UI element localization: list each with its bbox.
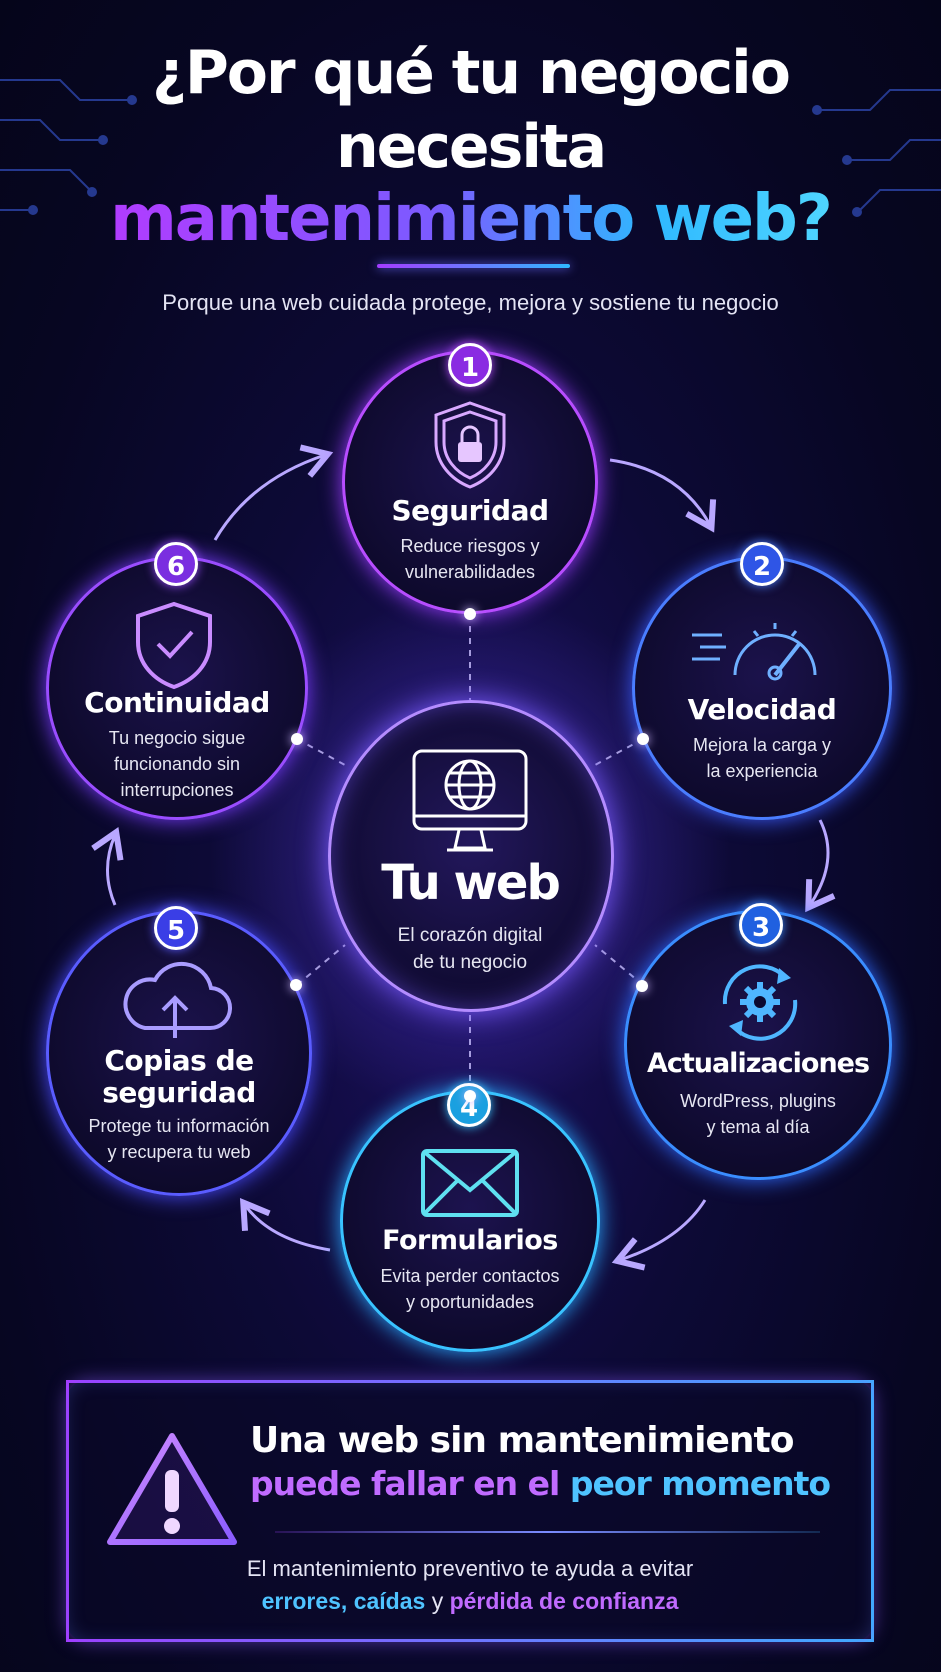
node-copias-desc-line-2: y recupera tu web (107, 1142, 251, 1162)
circuit-decoration-right (812, 89, 941, 217)
node-copias-desc: Protege tu información y recupera tu web (46, 1113, 312, 1165)
connector-dot-4 (464, 1090, 476, 1102)
warning-text-highlight: errores, caídas y pérdida de confianza (100, 1588, 840, 1615)
envelope-icon (421, 1149, 519, 1217)
node-formularios (340, 1090, 600, 1352)
node-seguridad-desc-line-2: vulnerabilidades (404, 562, 536, 582)
page-title-line-1: ¿Por qué tu negocio (152, 38, 791, 108)
circuit-decoration-left (0, 79, 137, 215)
node-velocidad (632, 556, 892, 820)
node-actualizaciones (624, 910, 892, 1180)
node-actualizaciones-desc: WordPress, plugins y tema al día (624, 1088, 892, 1140)
warning-title: Una web sin mantenimiento (250, 1420, 794, 1461)
connector-dot-2 (637, 733, 649, 745)
node-actualizaciones-title: Actualizaciones (646, 1048, 870, 1079)
node-formularios-desc-line-1: Evita perder contactos (380, 1266, 560, 1286)
warning-highlight-2: pérdida de confianza (449, 1588, 679, 1614)
connector-dot-3 (636, 980, 648, 992)
node-velocidad-title: Velocidad (687, 693, 837, 726)
node-formularios-title: Formularios (382, 1225, 558, 1256)
shield-lock-icon (434, 401, 506, 489)
speedometer-icon (692, 623, 817, 681)
node-actualizaciones-desc-line-2: y tema al día (706, 1117, 810, 1137)
node-copias (46, 910, 312, 1196)
center-desc: El corazón digital de tu negocio (330, 922, 610, 976)
title-underline (377, 264, 570, 268)
cloud-upload-icon (123, 961, 233, 1038)
node-continuidad-title: Continuidad (84, 686, 270, 719)
gear-refresh-icon (722, 964, 798, 1041)
node-seguridad-title: Seguridad (391, 494, 549, 527)
shield-check-icon (136, 601, 212, 690)
badge-6: 6 (154, 542, 198, 586)
connector-dot-1 (464, 608, 476, 620)
warning-text: El mantenimiento preventivo te ayuda a e… (246, 1556, 694, 1581)
node-continuidad-desc-line-2: funcionando sin (113, 754, 241, 774)
connector-dot-6 (291, 733, 303, 745)
warning-highlight-1: errores, caídas (261, 1588, 426, 1614)
center-title: Tu web (381, 855, 561, 911)
node-velocidad-desc: Mejora la carga y la experiencia (632, 732, 892, 784)
badge-4: 4 (447, 1083, 491, 1127)
badge-3: 3 (739, 903, 783, 947)
node-actualizaciones-desc-line-1: WordPress, plugins (680, 1091, 836, 1111)
page-title-line-2: necesita (335, 112, 607, 182)
node-velocidad-desc-line-1: Mejora la carga y (692, 735, 832, 755)
badge-5: 5 (154, 906, 198, 950)
page-title-line-3: mantenimiento web? (110, 182, 833, 256)
node-seguridad-desc: Reduce riesgos y vulnerabilidades (342, 533, 598, 585)
node-copias-title: Copias de seguridad (46, 1045, 312, 1109)
center-desc-line-1: El corazón digital (397, 925, 543, 946)
node-copias-title-line-1: Copias de (104, 1044, 254, 1077)
node-velocidad-desc-line-2: la experiencia (706, 761, 818, 781)
badge-1: 1 (448, 343, 492, 387)
node-seguridad-desc-line-1: Reduce riesgos y (400, 536, 540, 556)
warning-divider (275, 1531, 820, 1533)
subtitle: Porque una web cuidada protege, mejora y… (162, 290, 779, 315)
monitor-globe-icon (412, 749, 528, 852)
warning-subtitle: puede fallar en el peor momento (250, 1464, 860, 1503)
badge-2: 2 (740, 542, 784, 586)
warning-subtitle-part-1: puede fallar en el (250, 1464, 570, 1503)
warning-box (66, 1380, 874, 1642)
connector-dot-5 (290, 979, 302, 991)
warning-triangle-icon (107, 1433, 237, 1545)
node-formularios-desc-line-2: y oportunidades (405, 1292, 535, 1312)
node-copias-title-line-2: seguridad (102, 1076, 256, 1109)
node-continuidad-desc: Tu negocio sigue funcionando sin interru… (46, 725, 308, 803)
warning-subtitle-part-2: peor momento (569, 1464, 831, 1503)
node-continuidad-desc-line-1: Tu negocio sigue (108, 728, 246, 748)
center-desc-line-2: de tu negocio (412, 952, 528, 973)
node-formularios-desc: Evita perder contactos y oportunidades (340, 1263, 600, 1315)
node-continuidad-desc-line-3: interrupciones (120, 780, 234, 800)
node-copias-desc-line-1: Protege tu información (88, 1116, 270, 1136)
warning-highlight-connector: y (425, 1588, 450, 1614)
